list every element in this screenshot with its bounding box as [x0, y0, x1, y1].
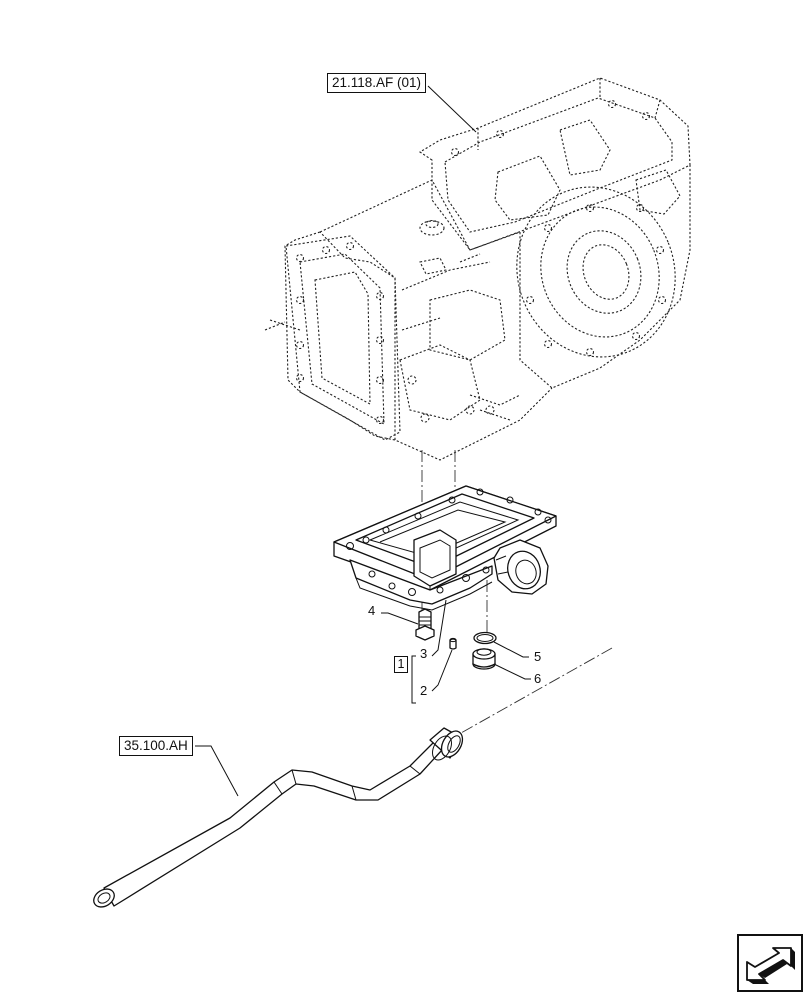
- next-page-arrow-icon: [746, 947, 795, 984]
- reference-oil-pipe[interactable]: 35.100.AH: [119, 736, 193, 756]
- callout-part-2: 2: [420, 683, 428, 698]
- part-6-plug: [472, 648, 496, 670]
- part-2-pin: [449, 637, 457, 650]
- transmission-housing-phantom: [264, 77, 691, 461]
- callout-part-3: 3: [420, 646, 428, 661]
- reference-housing[interactable]: 21.118.AF (01): [327, 73, 427, 93]
- callout-part-4: 4: [368, 603, 376, 618]
- part-4-bolt: [415, 608, 435, 641]
- callout-leaders: [381, 599, 531, 704]
- part-5-o-ring: [473, 631, 497, 645]
- callout-part-6: 6: [534, 671, 542, 686]
- callout-kit: 1: [394, 656, 408, 673]
- callout-part-5: 5: [534, 649, 542, 664]
- next-page-button[interactable]: [737, 934, 803, 992]
- leader-housing: [427, 85, 477, 133]
- oil-suction-pipe: [93, 727, 464, 908]
- oil-sump-cover: [333, 485, 557, 611]
- leader-oil-pipe: [195, 745, 239, 797]
